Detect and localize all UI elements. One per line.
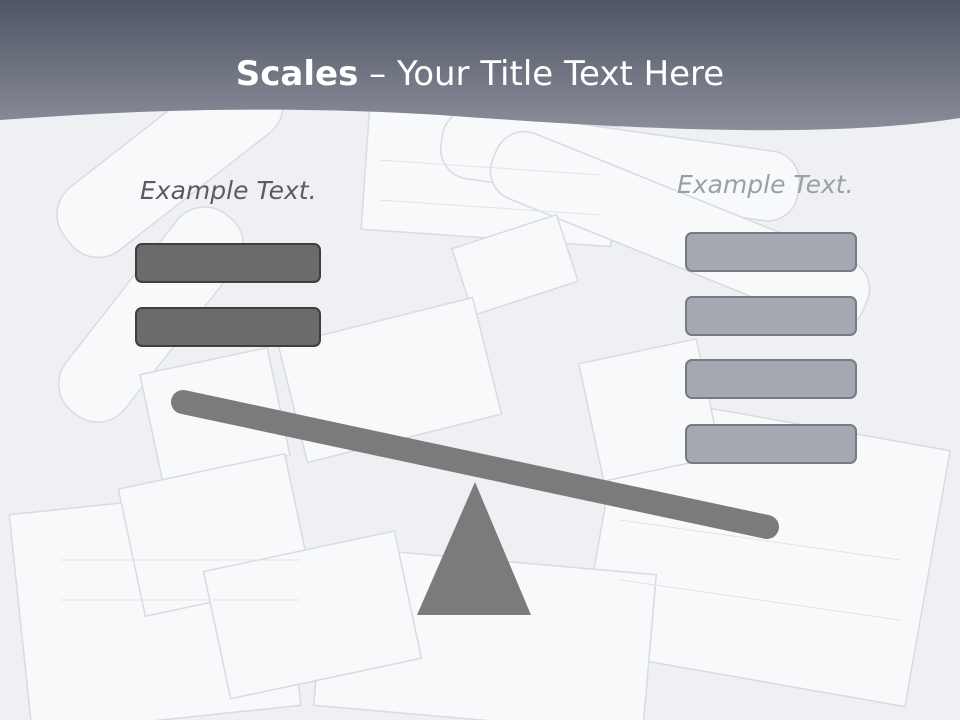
title-bold: Scales bbox=[235, 54, 359, 94]
right-example-text: Example Text. bbox=[677, 170, 854, 199]
left-box-1 bbox=[135, 243, 321, 283]
left-example-text: Example Text. bbox=[140, 176, 317, 205]
slide-title: Scales – Your Title Text Here bbox=[0, 52, 960, 96]
right-box-1 bbox=[685, 232, 857, 272]
right-box-2 bbox=[685, 296, 857, 336]
left-box-2 bbox=[135, 307, 321, 347]
scale-beam bbox=[171, 390, 779, 539]
right-box-3 bbox=[685, 359, 857, 399]
right-box-4 bbox=[685, 424, 857, 464]
scale-fulcrum bbox=[417, 482, 531, 615]
title-rest: – Your Title Text Here bbox=[358, 54, 725, 94]
